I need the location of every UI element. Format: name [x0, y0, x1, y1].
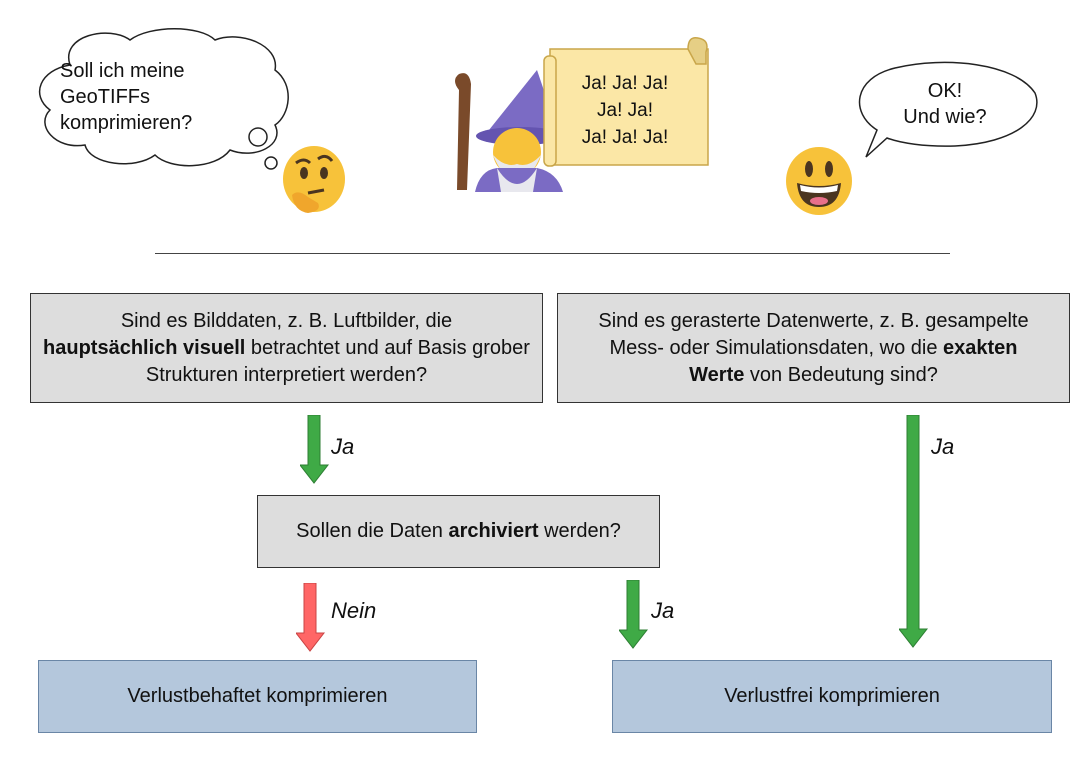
- thought-line: Soll ich meine: [60, 60, 185, 82]
- q2-bold: exakten Werte: [689, 336, 1018, 386]
- yes-label: Ja: [331, 434, 355, 459]
- divider: [155, 253, 950, 254]
- q1-text: Sind es Bilddaten, z. B. Luftbilder, die: [120, 309, 453, 332]
- scroll-text: Ja! Ja! Ja! Ja! Ja! Ja! Ja! Ja!: [555, 70, 695, 151]
- question-visual-box: Sind es Bilddaten, z. B. Luftbilder, die…: [30, 293, 543, 403]
- arrow-no-icon: [296, 583, 326, 652]
- thought-line: GeoTIFFs: [60, 86, 151, 108]
- q1-bold: hauptsächlich visuell: [43, 336, 246, 359]
- scroll-line: Ja! Ja! Ja!: [581, 73, 669, 94]
- q3-text: Sollen die Daten: [296, 520, 449, 542]
- yes-label: Ja: [931, 434, 955, 459]
- q2-text: Sind es gerasterte Datenwerte, z. B. ges…: [598, 309, 1029, 359]
- scroll-line: Ja! Ja! Ja!: [581, 127, 669, 148]
- scroll: [543, 36, 709, 167]
- scroll-line: Ja! Ja!: [597, 100, 653, 121]
- thought-text: Soll ich meine GeoTIFFs komprimieren?: [60, 58, 250, 136]
- no-label: Nein: [331, 598, 377, 623]
- q1-text-post: betrachtet und auf Basis grober Struktur…: [145, 336, 530, 386]
- q2-text-post: von Bedeutung sind?: [744, 363, 938, 386]
- question-exact-box: Sind es gerasterte Datenwerte, z. B. ges…: [557, 293, 1070, 403]
- thought-line: komprimieren?: [60, 112, 193, 134]
- q3-bold: archiviert: [448, 520, 539, 542]
- speech-bubble: [858, 61, 1038, 158]
- speech-text: OK! Und wie?: [880, 78, 1010, 130]
- arrow-yes-icon: [619, 580, 649, 649]
- q3-text-post: werden?: [538, 520, 621, 542]
- speech-line: Und wie?: [903, 106, 987, 128]
- result-lossy-box: Verlustbehaftet komprimieren: [38, 660, 477, 733]
- grinning-face-icon: [786, 147, 852, 215]
- thinking-face-icon: [283, 146, 345, 213]
- lossless-label: Verlustfrei komprimieren: [724, 685, 940, 707]
- arrow-yes-icon: [300, 415, 330, 484]
- yes-label: Ja: [651, 598, 675, 623]
- lossy-label: Verlustbehaftet komprimieren: [127, 685, 388, 707]
- arrow-yes-long-icon: [899, 415, 929, 648]
- result-lossless-box: Verlustfrei komprimieren: [612, 660, 1052, 733]
- speech-line: OK!: [927, 80, 963, 102]
- thought-cloud: [39, 28, 289, 170]
- wizard-icon: [455, 70, 564, 192]
- question-archive-box: Sollen die Daten archiviert werden?: [257, 495, 660, 568]
